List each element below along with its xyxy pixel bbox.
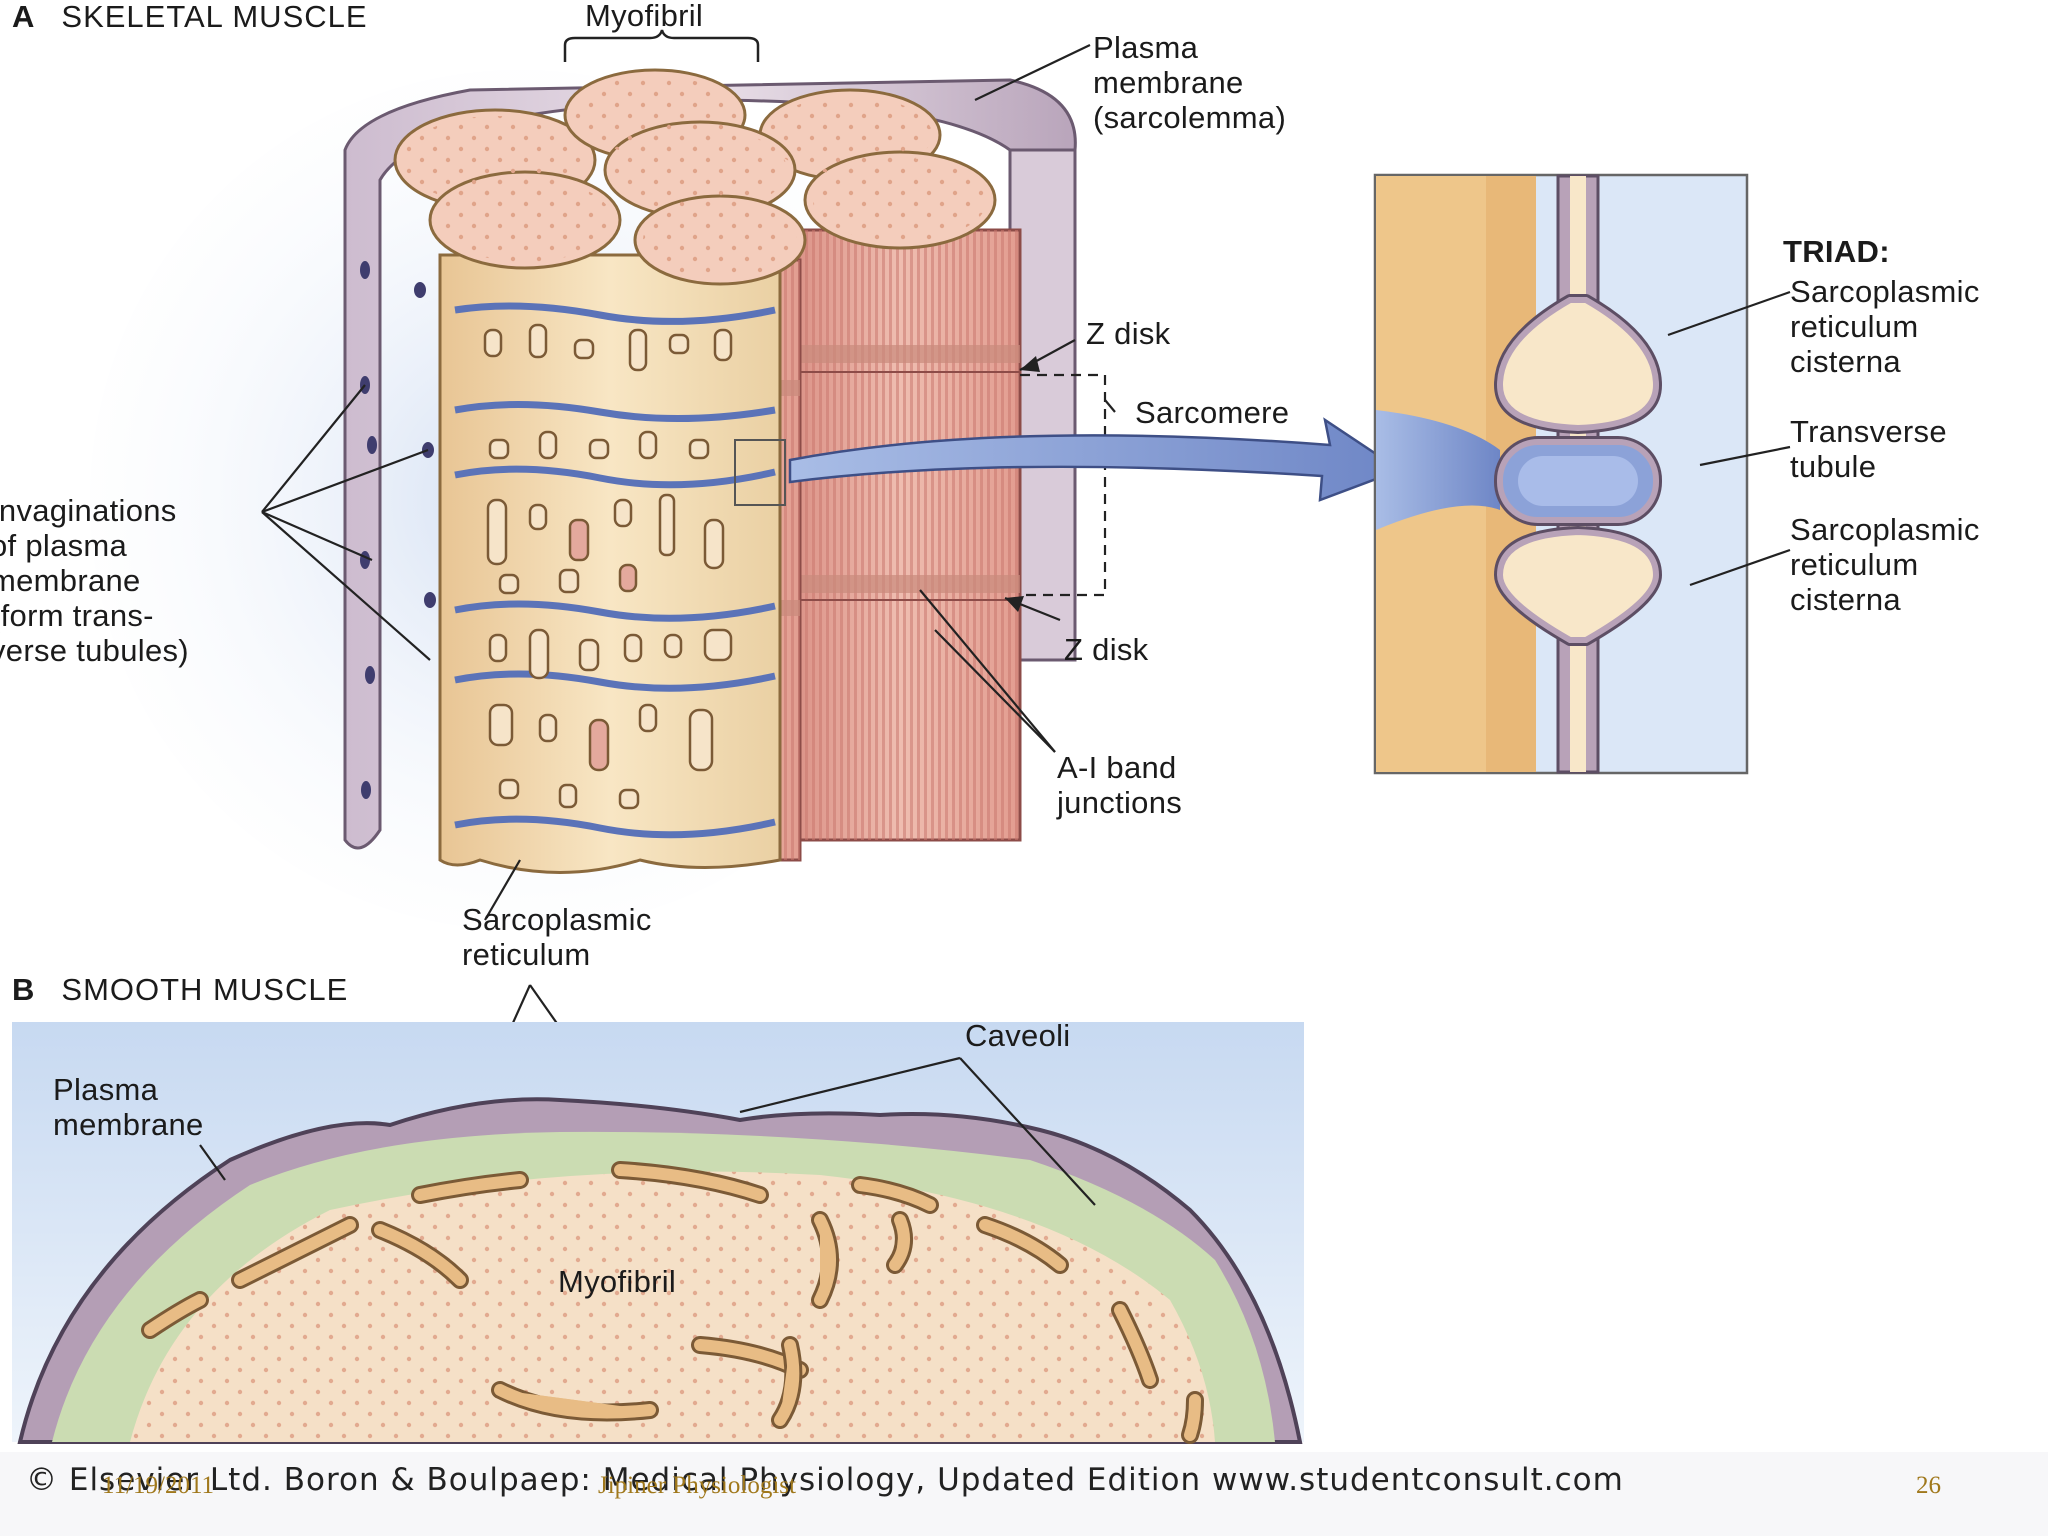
label-sarcoplasmic-reticulum: Sarcoplasmic reticulum xyxy=(462,902,652,972)
section-b-heading: B SMOOTH MUSCLE xyxy=(12,973,348,1007)
label-transverse-tubule: Transverse tubule xyxy=(1790,414,1947,484)
section-b-letter: B xyxy=(12,972,36,1007)
magnify-arrow xyxy=(788,417,1403,502)
section-b-title: SMOOTH MUSCLE xyxy=(61,972,349,1007)
label-ai-band-junctions: A-I band junctions xyxy=(1057,750,1183,820)
label-z-disk-bottom: Z disk xyxy=(1064,632,1149,667)
label-sr-cisterna-top: Sarcoplasmic reticulum cisterna xyxy=(1790,274,1980,379)
label-myofibril-b: Myofibril xyxy=(558,1264,677,1299)
section-a-title: SKELETAL MUSCLE xyxy=(61,0,368,34)
label-plasma-membrane-sarcolemma: Plasma membrane (sarcolemma) xyxy=(1093,30,1287,135)
slide-date: 11/19/2011 xyxy=(102,1472,215,1499)
section-a-heading: A SKELETAL MUSCLE xyxy=(12,0,368,34)
slide-page-number: 26 xyxy=(1916,1472,1941,1499)
slide-author: Jipiner Physiologist xyxy=(598,1472,796,1499)
label-sarcomere: Sarcomere xyxy=(1135,395,1290,430)
label-invaginations: Invaginations of plasma membrane (form t… xyxy=(0,493,189,668)
label-z-disk-top: Z disk xyxy=(1086,316,1171,351)
label-myofibril-top: Myofibril xyxy=(585,0,704,33)
label-sr-cisterna-bottom: Sarcoplasmic reticulum cisterna xyxy=(1790,512,1980,617)
section-a-letter: A xyxy=(12,0,36,34)
copyright-credit: © Elsevier Ltd. Boron & Boulpaep: Medica… xyxy=(26,1462,1624,1498)
label-caveoli: Caveoli xyxy=(965,1018,1071,1053)
label-triad-title: TRIAD: xyxy=(1783,234,1890,269)
triad-inset xyxy=(1373,173,1749,775)
label-plasma-membrane-b: Plasma membrane xyxy=(53,1072,204,1142)
